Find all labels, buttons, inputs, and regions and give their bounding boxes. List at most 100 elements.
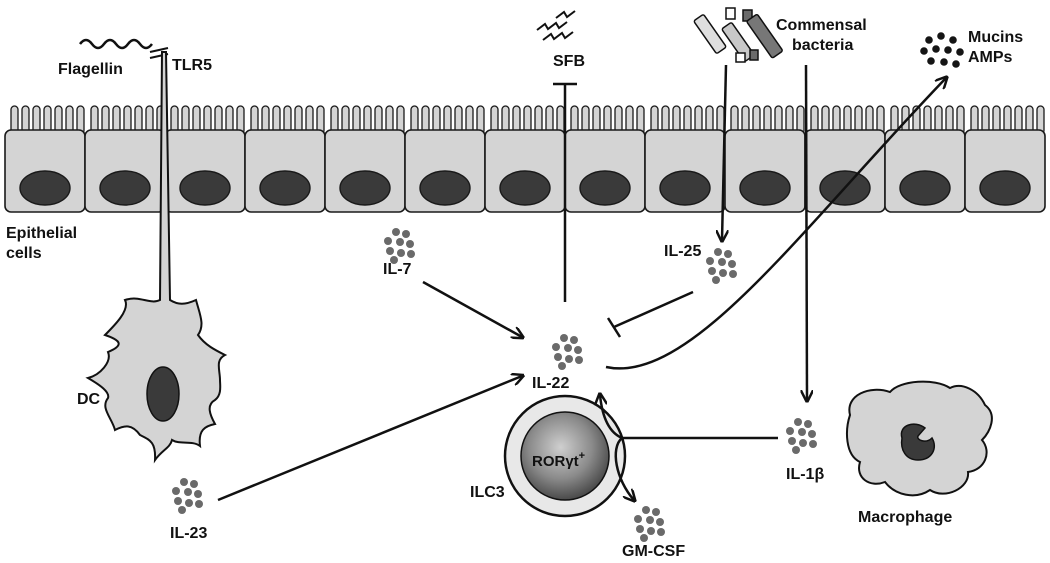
cytokine-dot: [804, 420, 812, 428]
il22-to-mucins-arrow: [605, 78, 946, 370]
cytokine-dot: [390, 256, 398, 264]
cytokine-dot: [657, 528, 665, 536]
commensal-label-line1: Commensal: [776, 17, 867, 34]
cytokine-dot: [174, 497, 182, 505]
cytokine-dot: [178, 506, 186, 514]
cytokine-dot: [386, 247, 394, 255]
epithelial-cell: [84, 105, 166, 213]
rorgt-nucleus: [520, 411, 610, 501]
epithelial-nucleus: [579, 170, 631, 206]
epithelial-cell: [244, 105, 326, 213]
cytokine-dot: [788, 437, 796, 445]
epithelial-nucleus: [499, 170, 551, 206]
cytokine-dot: [180, 478, 188, 486]
cytokine-dot: [809, 440, 817, 448]
il25-inhibition: [613, 290, 694, 329]
epithelial-nucleus: [979, 170, 1031, 206]
il25-cytokine-cluster: [706, 248, 737, 284]
cytokine-dot: [708, 267, 716, 275]
il7-cytokine-cluster: [384, 228, 415, 264]
epithelial-nucleus: [19, 170, 71, 206]
cytokine-dot: [194, 490, 202, 498]
cytokine-dot: [190, 480, 198, 488]
epithelial-nucleus: [899, 170, 951, 206]
epithelial-cell: [564, 105, 646, 213]
epithelial-cell: [324, 105, 406, 213]
flagellin-label: Flagellin: [58, 61, 123, 78]
cytokine-dot: [402, 230, 410, 238]
cytokine-dot: [407, 250, 415, 258]
cytokine-dot: [384, 237, 392, 245]
cytokine-dot: [554, 353, 562, 361]
cytokine-dot: [808, 430, 816, 438]
cytokine-dot: [718, 258, 726, 266]
rorgt-label-main: RORγt: [532, 453, 579, 470]
cytokine-dot: [565, 355, 573, 363]
il23-label: IL-23: [170, 525, 207, 542]
il25-inhibition-bar: [606, 317, 622, 338]
macrophage-label: Macrophage: [858, 509, 952, 526]
il22-cytokine-cluster: [552, 334, 583, 370]
gmcsf-label: GM-CSF: [622, 543, 685, 560]
il23-to-il22-arrow: [217, 376, 522, 502]
cytokine-clusters: [172, 228, 817, 542]
ilc3-to-il22-arrow: [600, 395, 623, 440]
ilc3-label: ILC3: [470, 484, 505, 501]
cytokine-dot: [397, 249, 405, 257]
epithelial-cell: [4, 105, 86, 213]
il1b-cytokine-cluster: [786, 418, 817, 454]
cytokine-dot: [728, 260, 736, 268]
epithelial-nucleus: [739, 170, 791, 206]
cytokine-dot: [798, 428, 806, 436]
cytokine-dot: [636, 525, 644, 533]
cytokine-dot: [634, 515, 642, 523]
il7-label: IL-7: [383, 261, 412, 278]
il23-cytokine-cluster: [172, 478, 203, 514]
epithelial-cell: [484, 105, 566, 213]
cytokine-dot: [642, 506, 650, 514]
tlr5-label: TLR5: [172, 57, 212, 74]
dc-nucleus: [146, 366, 180, 422]
cytokine-dot: [640, 534, 648, 542]
epithelial-cell: [404, 105, 486, 213]
cytokine-dot: [560, 334, 568, 342]
cytokine-dot: [799, 439, 807, 447]
cytokine-dot: [564, 344, 572, 352]
flagellin-icon: [79, 38, 153, 50]
cytokine-dot: [574, 346, 582, 354]
epithelial-label-line2: cells: [6, 245, 42, 262]
dc-label: DC: [77, 391, 101, 408]
cytokine-dot: [712, 276, 720, 284]
cytokine-dot: [406, 240, 414, 248]
cytokine-dot: [786, 427, 794, 435]
il25-label: IL-25: [664, 243, 701, 260]
epithelial-cell: [164, 105, 246, 213]
macrophage-nucleus: [900, 423, 936, 461]
cytokine-dot: [552, 343, 560, 351]
cytokine-dot: [719, 269, 727, 277]
mucins-dots-icon: [920, 32, 964, 68]
epithelial-nucleus: [659, 170, 711, 206]
cytokine-dot: [724, 250, 732, 258]
mucins-label: Mucins: [968, 29, 1023, 46]
sfb-label: SFB: [553, 53, 585, 70]
epithelial-label-line1: Epithelial: [6, 225, 77, 242]
epithelial-nucleus: [259, 170, 311, 206]
sfb-icon: [536, 10, 576, 41]
ilc3-to-gmcsf-arrow: [614, 437, 634, 500]
cytokine-dot: [656, 518, 664, 526]
cytokine-dot: [652, 508, 660, 516]
epithelial-nucleus: [179, 170, 231, 206]
rorgt-label-sup: +: [579, 450, 585, 462]
epithelial-layer: [4, 105, 1046, 213]
cytokine-dot: [646, 516, 654, 524]
cytokine-dot: [558, 362, 566, 370]
cytokine-dot: [570, 336, 578, 344]
amps-label: AMPs: [968, 49, 1013, 66]
cytokine-dot: [792, 446, 800, 454]
cytokine-dot: [714, 248, 722, 256]
epithelial-cell: [804, 105, 886, 213]
epithelial-nucleus: [339, 170, 391, 206]
rorgt-label: RORγt+: [532, 450, 585, 470]
cytokine-dot: [729, 270, 737, 278]
